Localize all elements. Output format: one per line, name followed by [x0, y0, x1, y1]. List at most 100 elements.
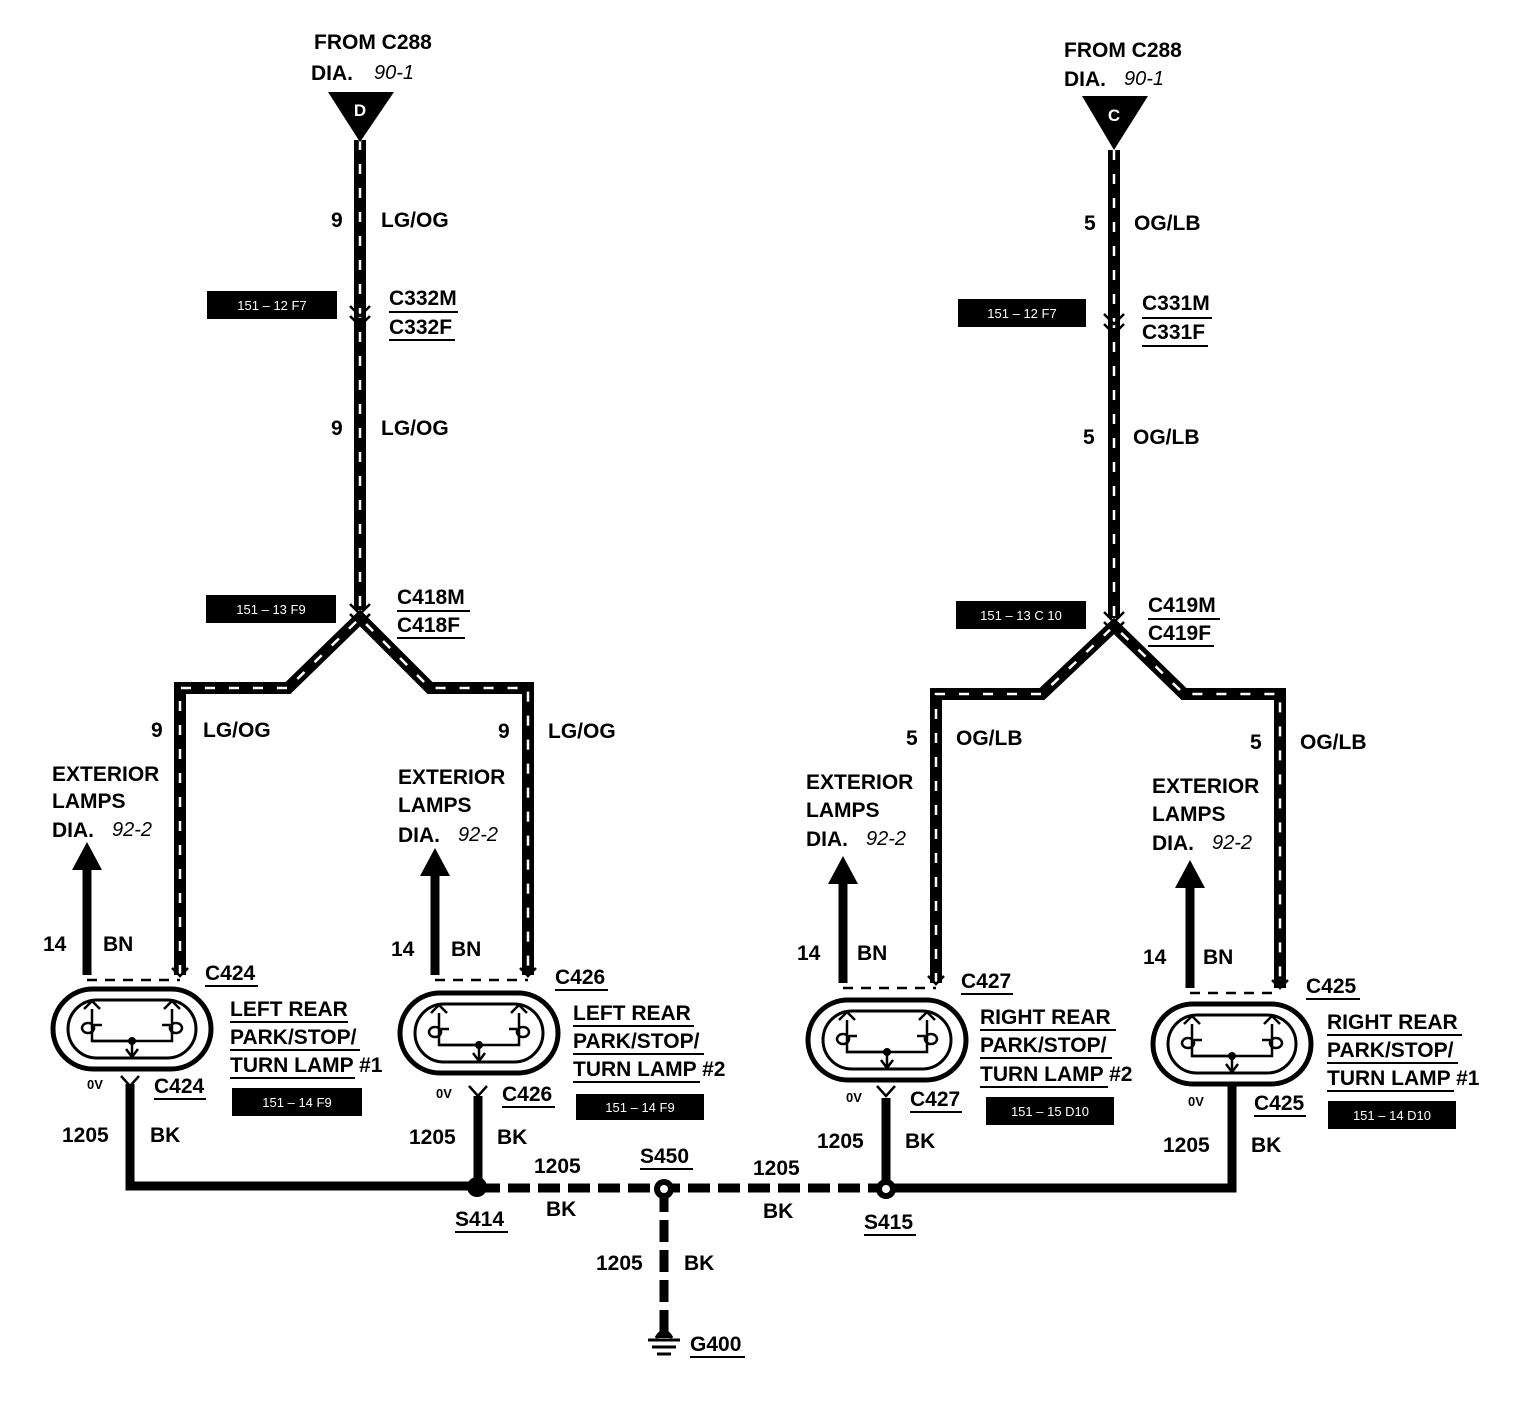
- reference-boxes: 151 – 12 F7 151 – 12 F7 151 – 13 F9 151 …: [206, 291, 1086, 629]
- lamp-name-line: TURN LAMP #2: [573, 1058, 725, 1081]
- voltage-label: 0V: [436, 1086, 452, 1101]
- reference-label: 151 – 13 F9: [236, 602, 305, 617]
- circuit-label: 5: [1084, 212, 1096, 235]
- color-label: OG/LB: [1133, 426, 1200, 449]
- svg-text:LAMPS: LAMPS: [806, 799, 880, 822]
- arrow-up-icon: [72, 842, 102, 870]
- connector-label: C331M: [1142, 292, 1210, 315]
- circuit-label: 9: [331, 417, 343, 440]
- lamp-left-rear-2: C426 LEFT REAR PARK/STOP/ TURN LAMP #2 0…: [400, 966, 725, 1120]
- exterior-lamps-ref: EXTERIOR LAMPS DIA. 92-2: [52, 763, 159, 842]
- svg-text:92-2: 92-2: [112, 819, 152, 841]
- connector-label: C331F: [1142, 321, 1205, 344]
- reference-label: 151 – 14 D10: [1353, 1108, 1431, 1123]
- connector-label: C332M: [389, 287, 457, 310]
- color-label: BN: [103, 933, 133, 956]
- wires: [72, 140, 1286, 1332]
- circuit-label: 5: [1083, 426, 1095, 449]
- dia-num-left: 90-1: [374, 62, 414, 84]
- connector-c418-icon: [349, 603, 371, 626]
- ground-icon: [648, 1329, 680, 1356]
- color-label: BK: [546, 1198, 576, 1221]
- reference-label: 151 – 12 F7: [987, 306, 1056, 321]
- circuit-label: 14: [797, 942, 821, 965]
- color-label: LG/OG: [548, 720, 616, 743]
- svg-text:LAMPS: LAMPS: [398, 794, 472, 817]
- exterior-lamps-ref: EXTERIOR LAMPS DIA. 92-2: [1152, 775, 1259, 855]
- circuit-label: 5: [1250, 731, 1262, 754]
- color-label: LG/OG: [203, 719, 271, 742]
- reference-label: 151 – 12 F7: [237, 298, 306, 313]
- connector-label: C332F: [389, 316, 452, 339]
- connector-label: C426: [502, 1083, 552, 1106]
- wire-labels: 9 LG/OG 9 LG/OG 9 LG/OG 9 LG/OG 5 OG/LB …: [43, 209, 1367, 1275]
- lamp-name-line: PARK/STOP/: [573, 1030, 700, 1053]
- from-label-right: FROM C288: [1064, 39, 1182, 62]
- color-label: BK: [684, 1252, 714, 1275]
- from-label-left: FROM C288: [314, 31, 432, 54]
- circuit-label: 1205: [534, 1155, 581, 1178]
- exterior-lamps-labels: EXTERIOR LAMPS DIA. 92-2 EXTERIOR LAMPS …: [52, 763, 1259, 855]
- svg-text:EXTERIOR: EXTERIOR: [398, 766, 505, 789]
- connector-label: C418M: [397, 586, 465, 609]
- color-label: OG/LB: [956, 727, 1023, 750]
- lamp-name-line: TURN LAMP #2: [980, 1063, 1132, 1086]
- wire-bk-left: [125, 1084, 476, 1191]
- reference-label: 151 – 13 C 10: [980, 608, 1062, 623]
- connector-label: C425: [1306, 975, 1357, 998]
- reference-label: 151 – 14 F9: [262, 1095, 331, 1110]
- dia-label-right: DIA.: [1064, 68, 1106, 91]
- dia-num-right: 90-1: [1124, 68, 1164, 90]
- circuit-label: 1205: [62, 1124, 109, 1147]
- connector-labels: C332M C332F C331M C331F C418M C418F C419…: [389, 287, 1220, 647]
- dia-label-left: DIA.: [311, 62, 353, 85]
- color-label: OG/LB: [1134, 212, 1201, 235]
- wire-oglb-branches-right: [930, 617, 1286, 988]
- circuit-label: 9: [331, 209, 343, 232]
- svg-text:EXTERIOR: EXTERIOR: [806, 771, 913, 794]
- reference-label: 151 – 15 D10: [1011, 1104, 1089, 1119]
- wire-bn-arrows: [82, 862, 1195, 988]
- connector-label: C424: [154, 1075, 205, 1098]
- arrow-up-icon: [1175, 860, 1205, 888]
- arrow-up-icon: [420, 848, 450, 876]
- svg-text:EXTERIOR: EXTERIOR: [52, 763, 159, 786]
- lamp-name-line: PARK/STOP/: [1327, 1039, 1454, 1062]
- connector-label: C425: [1254, 1092, 1305, 1115]
- ground-label: G400: [690, 1333, 741, 1356]
- wire-bk-right: [886, 1084, 1237, 1193]
- connector-c419-icon: [1103, 611, 1125, 634]
- circuit-label: 5: [906, 727, 918, 750]
- connector-label: C426: [555, 966, 605, 989]
- pin-c-label: C: [1108, 106, 1120, 125]
- svg-text:DIA.: DIA.: [1152, 832, 1194, 855]
- svg-text:LAMPS: LAMPS: [52, 790, 126, 813]
- voltage-label: 0V: [87, 1077, 103, 1092]
- lamp-name-line: PARK/STOP/: [980, 1034, 1107, 1057]
- lamp-bulb-icon: [400, 993, 558, 1073]
- circuit-label: 14: [43, 933, 67, 956]
- connector-label: C424: [205, 962, 256, 985]
- svg-text:DIA.: DIA.: [806, 828, 848, 851]
- splice-s414-icon: [467, 1177, 487, 1197]
- splice-label: S415: [864, 1211, 913, 1234]
- color-label: BK: [763, 1200, 793, 1223]
- lamp-right-rear-1: C425 RIGHT REAR PARK/STOP/ TURN LAMP #1 …: [1153, 975, 1480, 1129]
- connector-label: C419M: [1148, 594, 1216, 617]
- circuit-label: 1205: [1163, 1134, 1210, 1157]
- color-label: BK: [497, 1126, 527, 1149]
- color-label: LG/OG: [381, 209, 449, 232]
- color-label: OG/LB: [1300, 731, 1367, 754]
- lamp-right-rear-2: C427 RIGHT REAR PARK/STOP/ TURN LAMP #2 …: [808, 970, 1132, 1125]
- color-label: BN: [857, 942, 887, 965]
- lamp-name-line: LEFT REAR: [573, 1002, 691, 1025]
- exterior-lamps-ref: EXTERIOR LAMPS DIA. 92-2: [806, 771, 913, 851]
- circuit-label: 9: [498, 720, 510, 743]
- lamp-bulb-icon: [1153, 1004, 1311, 1084]
- circuit-label: 14: [1143, 946, 1167, 969]
- input-d-icon: [328, 92, 394, 142]
- circuit-label: 1205: [409, 1126, 456, 1149]
- circuit-label: 1205: [817, 1130, 864, 1153]
- splice-label: S450: [640, 1145, 689, 1168]
